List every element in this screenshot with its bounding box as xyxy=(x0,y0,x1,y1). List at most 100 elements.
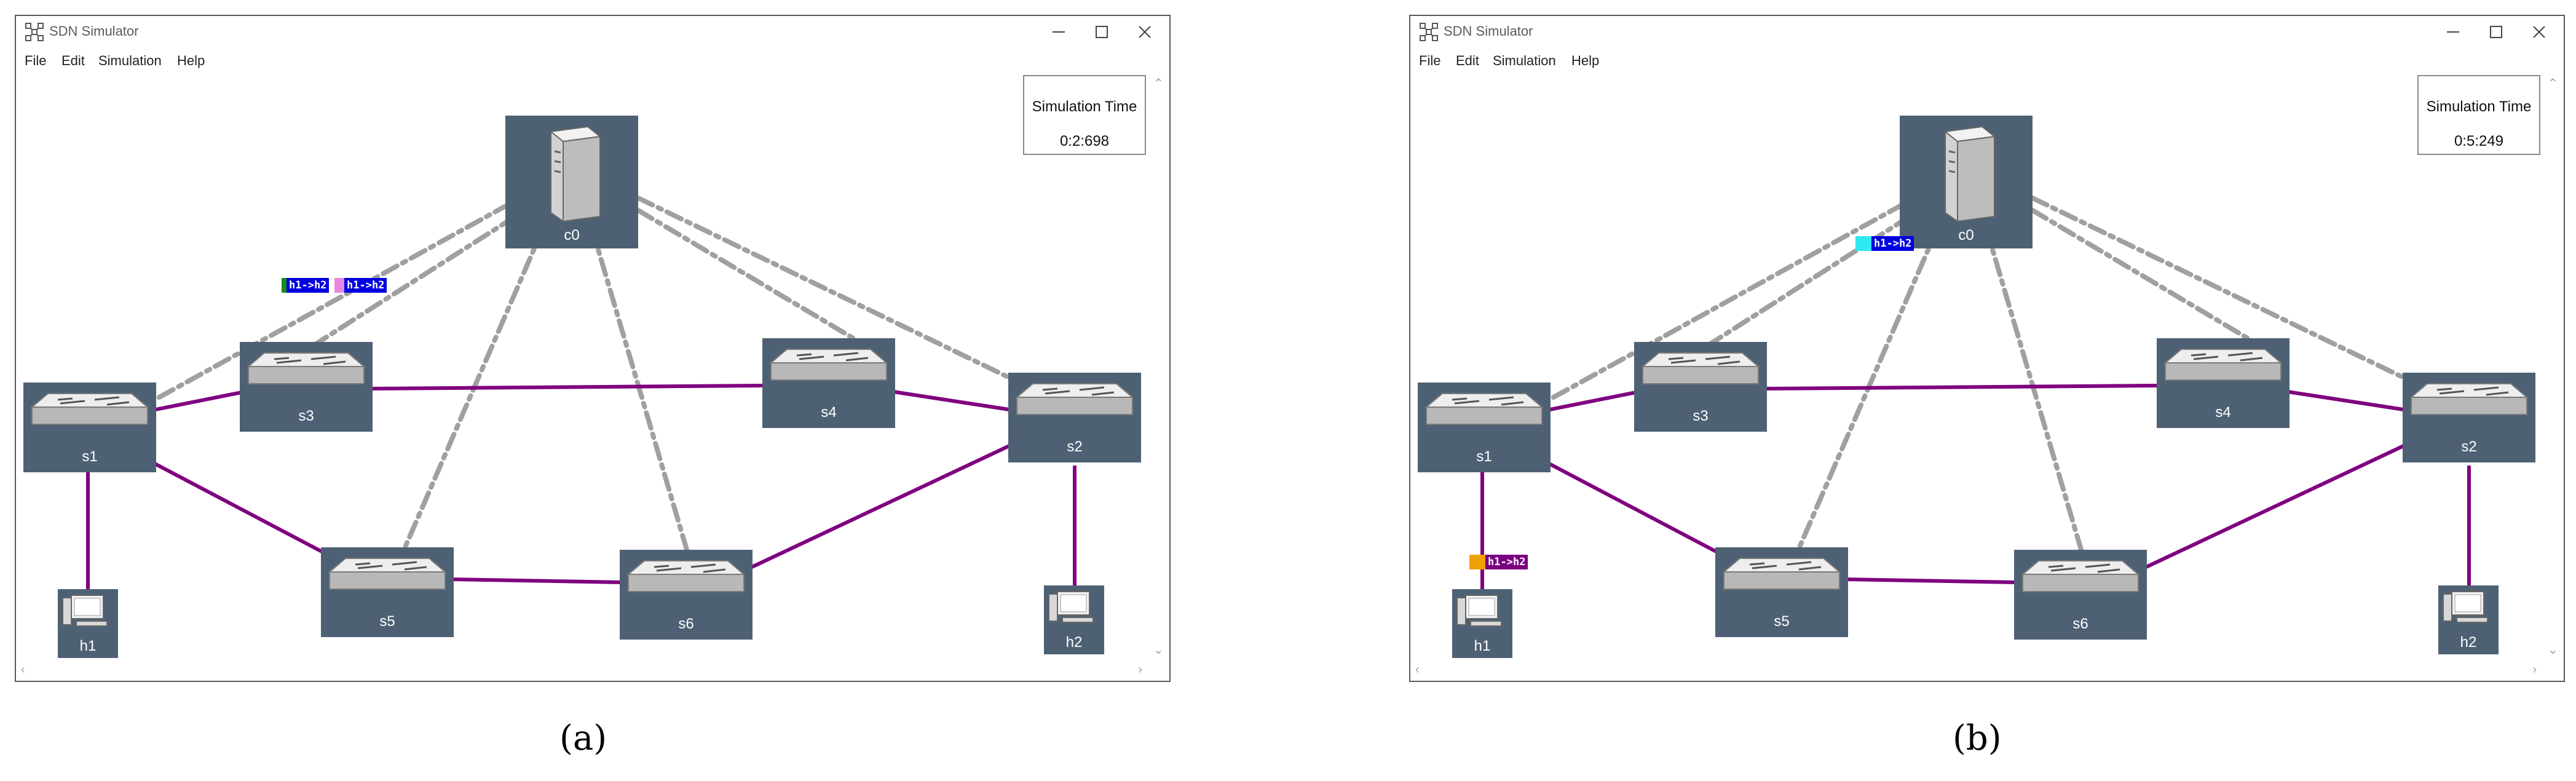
topology-canvas[interactable]: c0 s1 s3 s4 s2 xyxy=(17,75,1147,659)
menu-simulation[interactable]: Simulation xyxy=(1493,53,1556,68)
computer-icon xyxy=(1456,595,1502,627)
window-title: SDN Simulator xyxy=(49,23,139,39)
menu-edit[interactable]: Edit xyxy=(1456,53,1479,68)
menu-edit[interactable]: Edit xyxy=(61,53,85,68)
control-link-c0-s4 xyxy=(636,208,868,348)
node-label-s4: s4 xyxy=(2215,404,2230,421)
controller-c0[interactable]: c0 xyxy=(505,116,638,248)
scroll-left-icon[interactable]: ‹ xyxy=(1415,663,1420,676)
switch-icon xyxy=(1642,352,1760,385)
switch-s2[interactable]: s2 xyxy=(2403,373,2535,462)
control-link-c0-s3 xyxy=(291,214,518,360)
node-label-h1: h1 xyxy=(80,638,97,654)
switch-s5[interactable]: s5 xyxy=(1715,547,1848,637)
figure-caption-b: (b) xyxy=(1953,718,2002,758)
switch-icon xyxy=(1425,392,1543,426)
link-s1-s3 xyxy=(152,390,245,412)
link-s4-s2 xyxy=(2287,390,2408,412)
menu-bar: File Edit Simulation Help xyxy=(1410,49,2564,71)
node-label-h2: h2 xyxy=(2460,634,2477,651)
minimize-button[interactable] xyxy=(2435,18,2471,44)
control-link-c0-s1 xyxy=(150,202,512,403)
control-link-c0-s1 xyxy=(1544,202,1906,403)
close-button[interactable] xyxy=(1126,18,1163,44)
switch-s1[interactable]: s1 xyxy=(1418,383,1551,472)
switch-icon xyxy=(770,348,888,381)
control-link-c0-s6 xyxy=(590,226,690,554)
link-s4-s2 xyxy=(893,390,1014,412)
node-label-s6: s6 xyxy=(678,616,693,632)
switch-icon xyxy=(627,560,745,593)
node-label-s1: s1 xyxy=(1476,448,1491,465)
node-label-c0: c0 xyxy=(1958,227,1973,244)
host-h2[interactable]: h2 xyxy=(2438,585,2499,654)
packet-h1-h2: h1->h2 xyxy=(1469,555,1528,569)
simulation-time-panel: Simulation Time 0:5:249 xyxy=(2417,75,2540,155)
switch-icon xyxy=(2164,348,2282,381)
switch-s4[interactable]: s4 xyxy=(2157,338,2290,428)
controller-c0[interactable]: c0 xyxy=(1900,116,2033,248)
host-h2[interactable]: h2 xyxy=(1044,585,1104,654)
scroll-left-icon[interactable]: ‹ xyxy=(21,663,25,676)
host-h1[interactable]: h1 xyxy=(1452,589,1512,658)
link-s3-s4 xyxy=(367,384,765,390)
menu-file[interactable]: File xyxy=(25,53,47,68)
horizontal-scrollbar[interactable]: ‹ › xyxy=(1410,660,2542,681)
minimize-button[interactable] xyxy=(1040,18,1077,44)
switch-icon xyxy=(2410,383,2528,416)
maximize-icon xyxy=(2490,26,2502,38)
node-label-s5: s5 xyxy=(379,613,395,630)
scroll-up-icon[interactable]: ⌃ xyxy=(2548,77,2558,90)
server-icon xyxy=(549,125,602,223)
menu-help[interactable]: Help xyxy=(1571,53,1600,68)
close-button[interactable] xyxy=(2521,18,2558,44)
switch-s5[interactable]: s5 xyxy=(321,547,454,637)
menu-help[interactable]: Help xyxy=(177,53,205,68)
minimize-icon xyxy=(1053,31,1065,33)
switch-s3[interactable]: s3 xyxy=(1634,342,1767,432)
close-icon xyxy=(2533,26,2545,38)
simulator-window-a: SDN Simulator File Edit Simulation Help xyxy=(15,15,1171,682)
menu-file[interactable]: File xyxy=(1419,53,1441,68)
switch-s3[interactable]: s3 xyxy=(240,342,373,432)
switch-icon xyxy=(328,557,446,590)
simulation-time-panel: Simulation Time 0:2:698 xyxy=(1023,75,1146,155)
simulation-time-label: Simulation Time xyxy=(1032,98,1137,115)
switch-s4[interactable]: s4 xyxy=(762,338,895,428)
link-s5-s6 xyxy=(450,577,623,584)
vertical-scrollbar[interactable]: ⌃ ⌄ xyxy=(1148,75,1169,659)
link-s3-s4 xyxy=(1761,384,2159,390)
vertical-scrollbar[interactable]: ⌃ ⌄ xyxy=(2543,75,2564,659)
switch-s6[interactable]: s6 xyxy=(620,550,753,640)
node-label-s3: s3 xyxy=(298,408,314,424)
link-s1-s3 xyxy=(1546,390,1640,412)
switch-s1[interactable]: s1 xyxy=(23,383,156,472)
switch-s6[interactable]: s6 xyxy=(2014,550,2147,640)
node-label-s4: s4 xyxy=(821,404,836,421)
packet-h1-h2: h1->h2 xyxy=(334,278,387,293)
scroll-down-icon[interactable]: ⌄ xyxy=(1153,643,1164,657)
scroll-right-icon[interactable]: › xyxy=(1138,663,1142,676)
scroll-right-icon[interactable]: › xyxy=(2532,663,2537,676)
simulation-time-label: Simulation Time xyxy=(2426,98,2532,115)
link-s1-s5 xyxy=(151,461,329,557)
simulator-window-b: SDN Simulator File Edit Simulation Help xyxy=(1409,15,2565,682)
topology-canvas[interactable]: c0 s1 s3 s4 s2 xyxy=(1412,75,2542,659)
title-bar[interactable]: SDN Simulator xyxy=(16,16,1169,47)
control-link-c0-s4 xyxy=(2030,208,2262,348)
title-bar[interactable]: SDN Simulator xyxy=(1410,16,2564,47)
maximize-button[interactable] xyxy=(1083,18,1120,44)
menu-bar: File Edit Simulation Help xyxy=(16,49,1169,71)
host-h1[interactable]: h1 xyxy=(58,589,118,658)
switch-s2[interactable]: s2 xyxy=(1008,373,1141,462)
node-label-s2: s2 xyxy=(2461,438,2476,455)
maximize-button[interactable] xyxy=(2478,18,2515,44)
scroll-down-icon[interactable]: ⌄ xyxy=(2548,643,2558,657)
menu-simulation[interactable]: Simulation xyxy=(98,53,162,68)
node-label-s5: s5 xyxy=(1774,613,1789,630)
packet-h1-h2: h1->h2 xyxy=(282,278,330,293)
horizontal-scrollbar[interactable]: ‹ › xyxy=(16,660,1147,681)
scroll-up-icon[interactable]: ⌃ xyxy=(1153,77,1164,90)
control-link-c0-s2 xyxy=(2030,196,2416,385)
node-label-s3: s3 xyxy=(1693,408,1708,424)
